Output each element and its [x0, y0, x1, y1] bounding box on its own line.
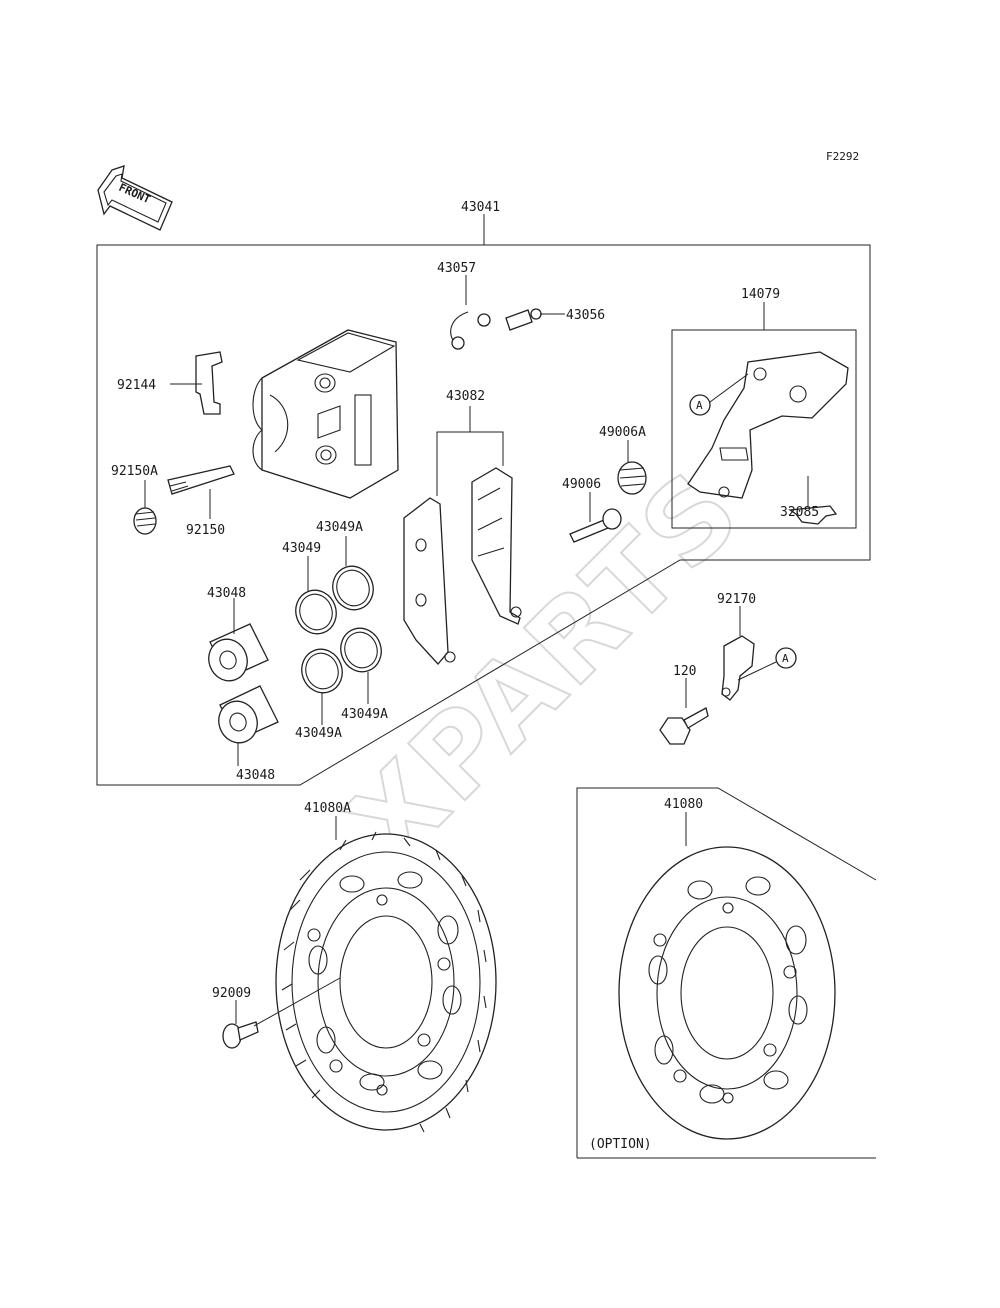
brake-pad-outer — [403, 497, 456, 665]
seal-bottom-right — [340, 627, 382, 673]
bracket-clip — [788, 505, 838, 525]
callout-49006A: 49006A — [599, 425, 646, 440]
watermark: XPARTS — [323, 445, 766, 888]
callout-14079: 14079 — [741, 287, 780, 302]
callout-120: 120 — [673, 664, 696, 679]
callout-43048-top: 43048 — [207, 586, 246, 601]
callout-43056: 43056 — [566, 308, 605, 323]
callout-43049: 43049 — [282, 541, 321, 556]
callout-49006: 49006 — [562, 477, 601, 492]
callout-43048-bottom: 43048 — [236, 768, 275, 783]
boot — [617, 461, 647, 495]
seal-bottom-left — [301, 648, 343, 694]
bleeder-cap — [450, 311, 491, 350]
piston-bottom — [218, 685, 279, 744]
callout-43041: 43041 — [461, 200, 500, 215]
mark-a-bracket — [689, 394, 711, 416]
figure-code: F2292 — [826, 150, 859, 163]
brake-disc-option — [618, 846, 836, 1140]
callout-92170: 92170 — [717, 592, 756, 607]
callout-92150A: 92150A — [111, 464, 158, 479]
callout-43049A-top: 43049A — [316, 520, 363, 535]
option-frame — [576, 787, 877, 1158]
seal-top-right — [332, 565, 374, 611]
callout-92144: 92144 — [117, 378, 156, 393]
callout-43057: 43057 — [437, 261, 476, 276]
brake-disc-standard — [275, 831, 497, 1133]
pad-spring — [195, 351, 223, 415]
option-label: (OPTION) — [589, 1137, 652, 1152]
mark-a-clamp — [775, 647, 797, 669]
bleeder-valve — [505, 308, 542, 331]
caliper-body — [252, 329, 399, 499]
brake-pad-inner — [471, 467, 522, 625]
bolt — [659, 707, 709, 745]
disc-bolt — [222, 1021, 259, 1049]
hose-clamp — [721, 635, 755, 701]
piston-top — [208, 623, 269, 682]
front-arrow-icon: FRONT — [97, 165, 173, 231]
slide-pin — [569, 508, 622, 543]
caliper-bracket — [687, 351, 849, 499]
callout-41080: 41080 — [664, 797, 703, 812]
callout-43049A-bottom-left: 43049A — [295, 726, 342, 741]
callout-41080A: 41080A — [304, 801, 351, 816]
caliper-assembly-frame — [96, 214, 871, 786]
mark-a-bracket-label: A — [696, 399, 703, 412]
callout-43082: 43082 — [446, 389, 485, 404]
caliper-pin — [167, 465, 235, 495]
callout-43049A-bottom-right: 43049A — [341, 707, 388, 722]
callout-92009: 92009 — [212, 986, 251, 1001]
pin-boot — [133, 507, 157, 535]
callout-92150: 92150 — [186, 523, 225, 538]
callout-32085: 32085 — [780, 505, 819, 520]
mark-a-clamp-label: A — [782, 652, 789, 665]
